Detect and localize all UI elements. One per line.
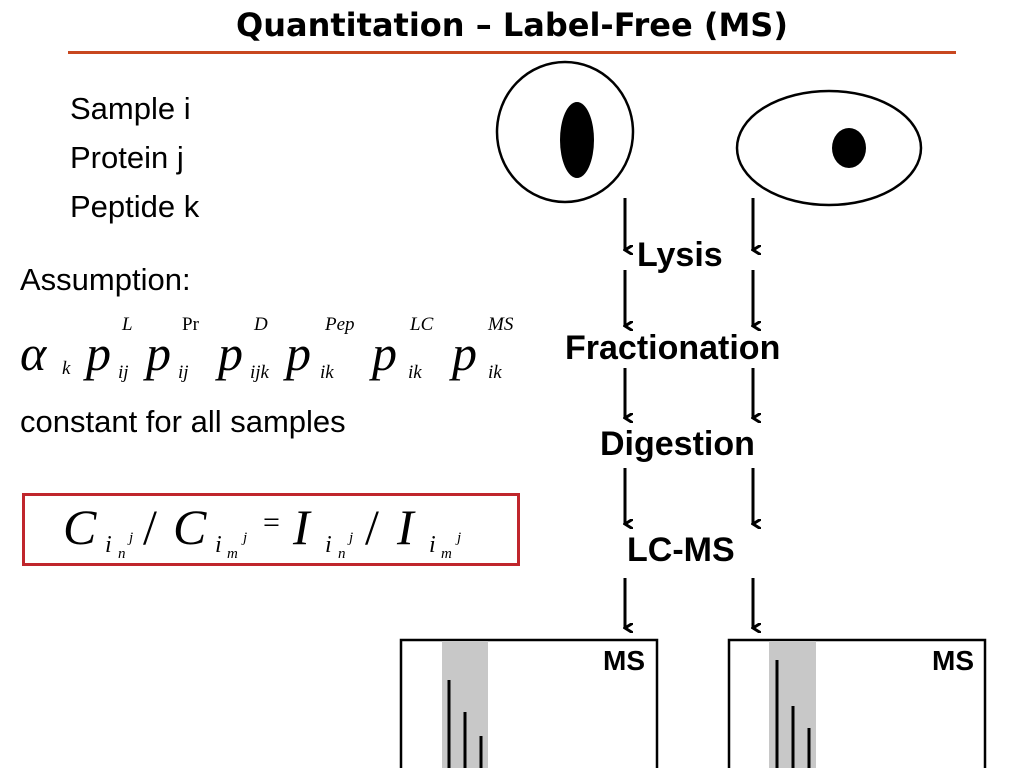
eq-sub-n: n [118, 546, 126, 562]
eq-slash: / [365, 499, 379, 555]
eq-sub-n: n [338, 546, 346, 562]
page-title: Quantitation – Label-Free (MS) [236, 6, 788, 44]
cell-2-nucleus [832, 128, 866, 168]
constant-text: constant for all samples [20, 404, 346, 439]
assumption-label: Assumption: [20, 262, 191, 297]
eq-sub-m: m [227, 546, 238, 562]
term-p-symbol: p [372, 325, 397, 381]
step-lysis: Lysis [637, 236, 723, 274]
eq-sub-i: i [105, 532, 112, 558]
term-p-symbol: p [146, 325, 171, 381]
term-superscript: D [254, 314, 268, 335]
term-superscript: Pr [182, 314, 199, 335]
eq-I-numerator: I [293, 499, 310, 555]
term-superscript: MS [488, 314, 514, 335]
cell-1-nucleus [560, 102, 594, 178]
term-subscript: ik [320, 362, 334, 383]
term-subscript: ij [118, 362, 129, 383]
eq-sub-j: j [457, 530, 462, 546]
definition-peptide: Peptide k [70, 189, 200, 224]
term-subscript: ij [178, 362, 189, 383]
term-superscript: Pep [325, 314, 355, 335]
eq-C-numerator: C [63, 499, 97, 555]
eq-sub-j: j [349, 530, 354, 546]
term-p-symbol: p [452, 325, 477, 381]
eq-equals: = [263, 506, 280, 539]
term-superscript: L [122, 314, 133, 335]
eq-C-denominator: C [173, 499, 207, 555]
alpha-subscript: k [62, 358, 71, 379]
eq-slash: / [143, 499, 157, 555]
definitions-list: Sample i Protein j Peptide k [70, 84, 199, 231]
ms-label-right: MS [932, 645, 974, 676]
definition-sample: Sample i [70, 91, 191, 126]
term-subscript: ik [488, 362, 502, 383]
eq-I-denominator: I [397, 499, 414, 555]
eq-sub-i: i [325, 532, 332, 558]
eq-sub-j: j [243, 530, 248, 546]
eq-sub-i: i [215, 532, 222, 558]
ratio-equation-box: C i n j / C i m j = I i n j / I i m j [22, 493, 520, 566]
term-subscript: ik [408, 362, 422, 383]
eq-sub-i: i [429, 532, 436, 558]
term-p-symbol: p [286, 325, 311, 381]
eq-sub-j: j [129, 530, 134, 546]
term-subscript: ijk [250, 362, 269, 383]
step-digestion: Digestion [600, 425, 755, 463]
cell-2-outline [735, 89, 923, 207]
alpha-symbol: α [20, 325, 47, 381]
term-p-symbol: p [218, 325, 243, 381]
step-fractionation: Fractionation [565, 329, 781, 367]
title-underline [68, 51, 956, 54]
eq-sub-m: m [441, 546, 452, 562]
step-lcms: LC-MS [627, 531, 735, 569]
ms-label-left: MS [603, 645, 645, 676]
definition-protein: Protein j [70, 140, 184, 175]
term-p-symbol: p [86, 325, 111, 381]
term-superscript: LC [410, 314, 434, 335]
